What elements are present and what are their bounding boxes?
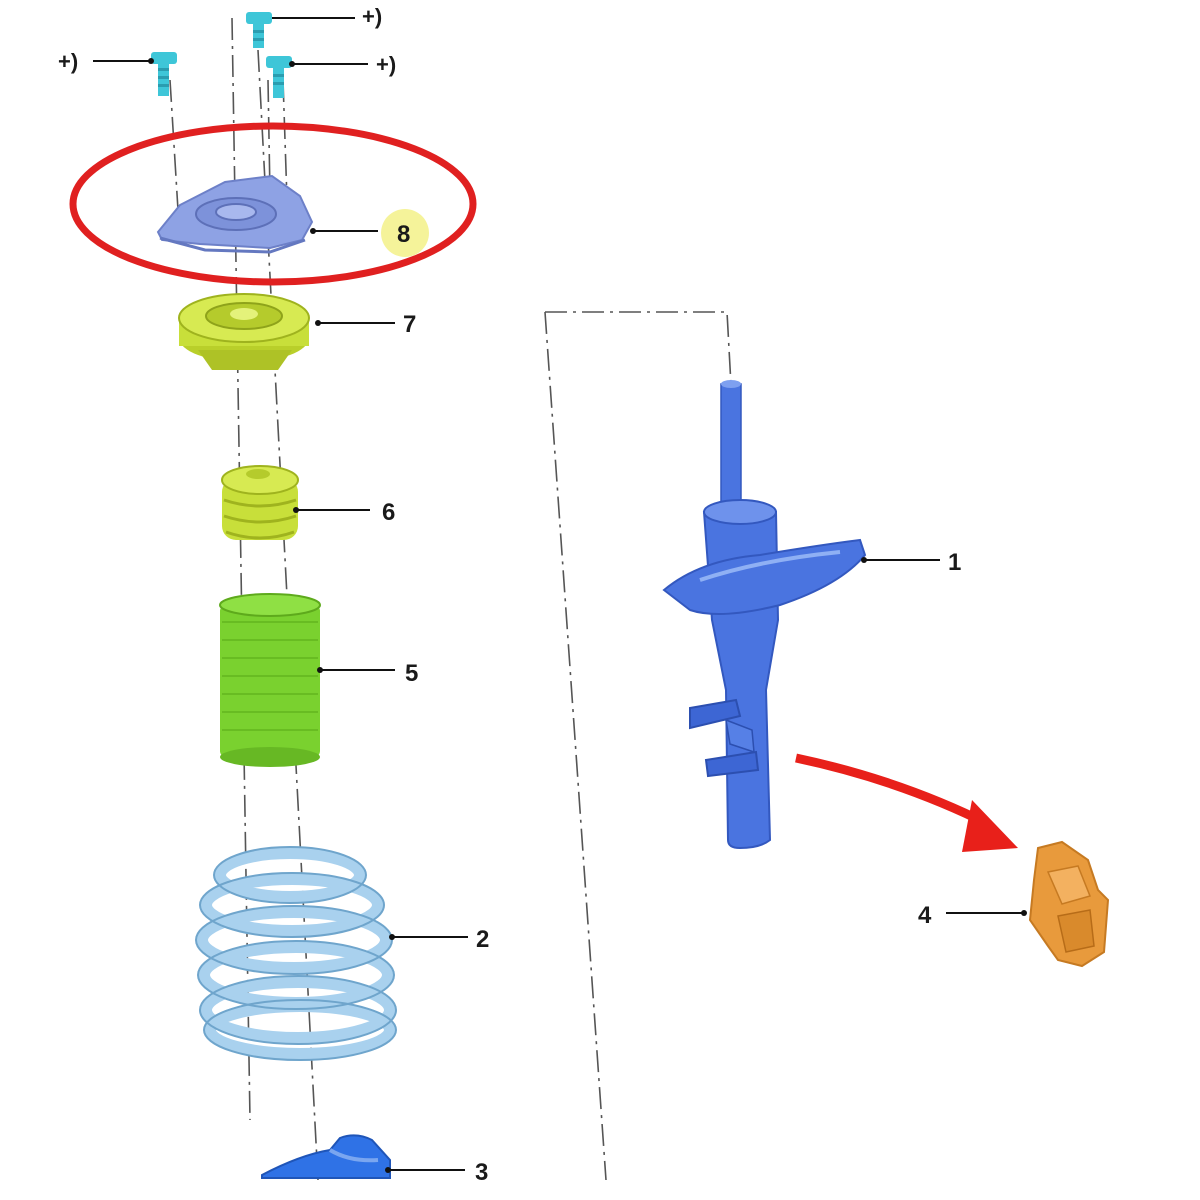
part-3-lower-spring-seat xyxy=(261,1134,391,1179)
part-6-bump-stop xyxy=(221,465,299,540)
bolt-top-mark: +) xyxy=(362,4,382,29)
part-1-strut-assembly xyxy=(662,380,867,850)
label-3: 3 xyxy=(475,1159,488,1186)
part-8-strut-mount xyxy=(156,174,314,254)
part-2-coil-spring xyxy=(196,847,396,1060)
highlight-ellipse xyxy=(69,122,477,286)
bolt-top-icon xyxy=(246,12,272,48)
label-6: 6 xyxy=(382,499,395,526)
bolt-left-icon xyxy=(151,52,177,96)
bolt-left-mark: +) xyxy=(58,49,78,74)
part-4-bracket xyxy=(1028,840,1110,968)
part-7-upper-spring-seat xyxy=(178,293,310,370)
label-4: 4 xyxy=(918,902,932,929)
label-1: 1 xyxy=(948,549,961,576)
label-2: 2 xyxy=(476,926,489,953)
part-2-coil-outline xyxy=(195,846,397,1061)
label-7: 7 xyxy=(403,311,416,338)
bolt-right-icon xyxy=(266,56,292,98)
label-5: 5 xyxy=(405,660,418,687)
red-arrow-icon xyxy=(795,753,1018,852)
label-8: 8 xyxy=(397,221,410,248)
label-8-marker xyxy=(381,209,429,257)
bolt-right-mark: +) xyxy=(376,52,396,77)
part-5-dust-boot xyxy=(219,593,321,767)
